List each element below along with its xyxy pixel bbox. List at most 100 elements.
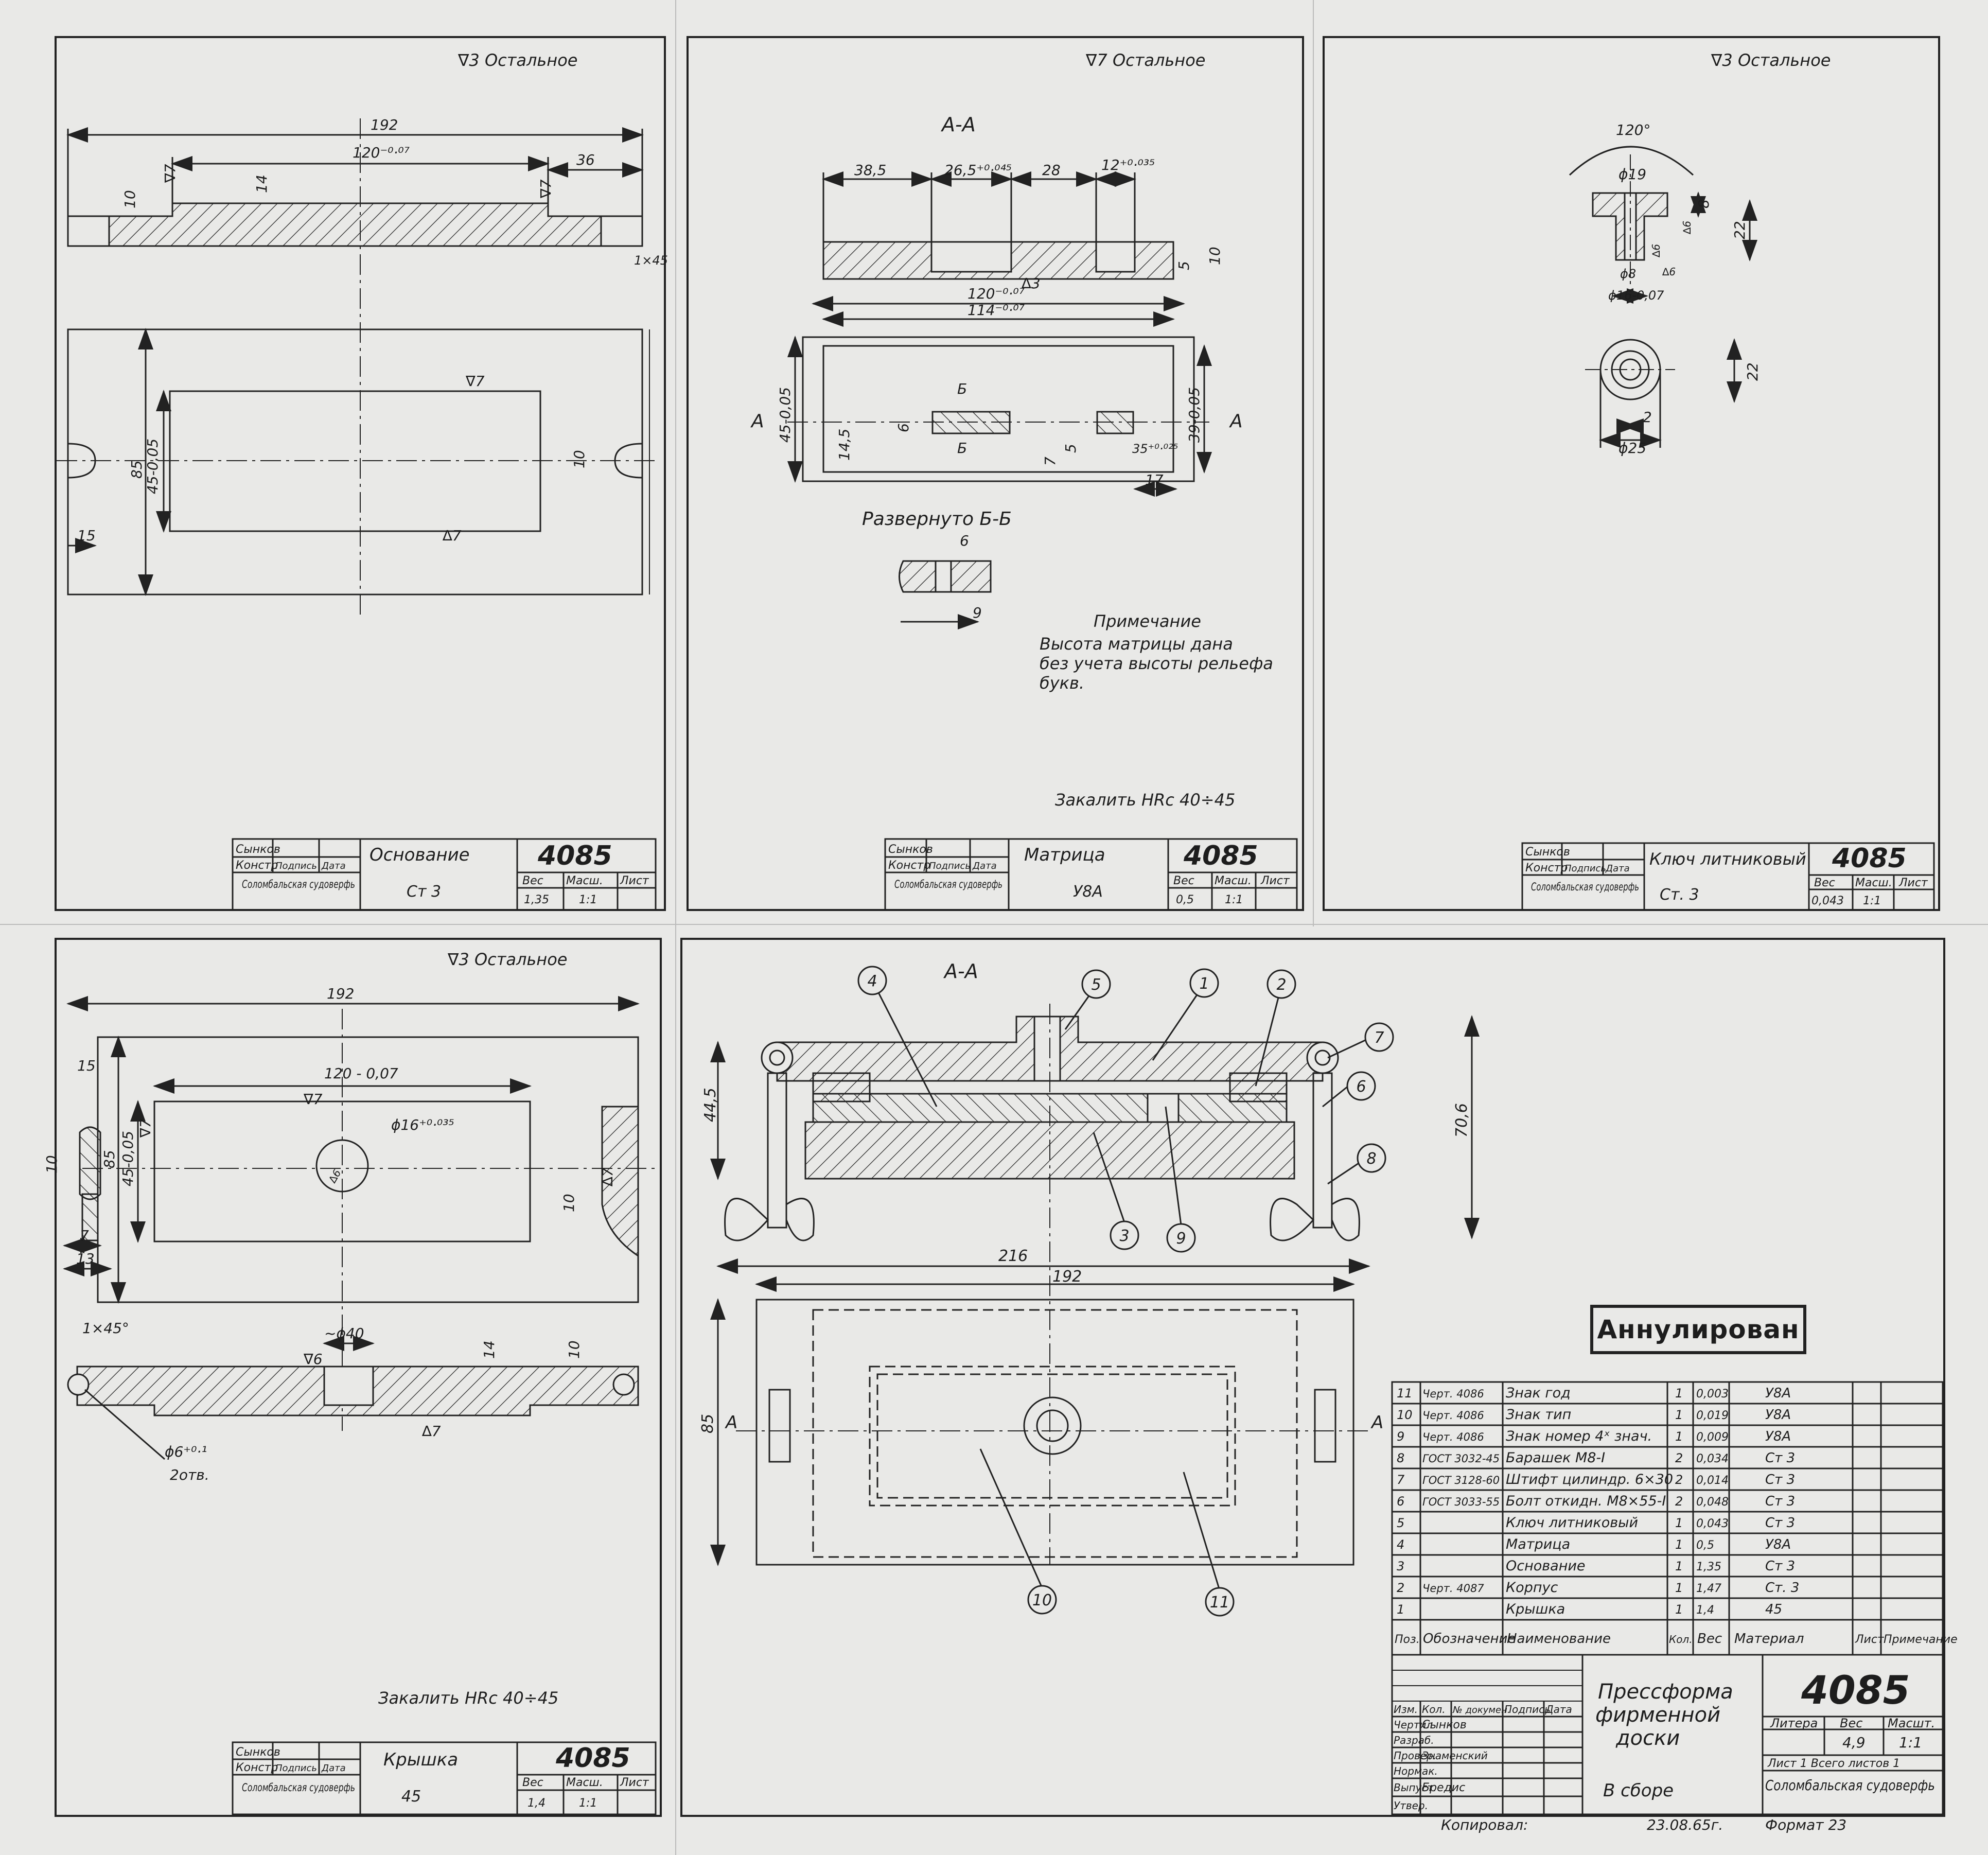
spec-cell-qty: 1 <box>1675 1581 1683 1595</box>
roughness-7c: ∇7 <box>537 179 554 199</box>
dim-45c: 45-0,05 <box>119 1131 136 1186</box>
footer-copied: Копировал: <box>1441 1816 1528 1833</box>
matrix-material: У8А <box>1073 883 1103 901</box>
spec-cell-weight: 0,003 <box>1696 1388 1729 1401</box>
dim-10b: 10 <box>571 450 588 468</box>
matrix-name: Матрица <box>1024 845 1105 865</box>
roughness-6a: ∆6 <box>1681 221 1693 235</box>
bolt-eye-left <box>761 1041 794 1074</box>
bolt-eye-right <box>1306 1041 1339 1074</box>
note-title: Примечание <box>1094 611 1201 631</box>
spec-cell-name: Крышка <box>1506 1601 1565 1617</box>
assembly-plan <box>755 1299 1354 1566</box>
matrix-weight-lbl: Вес <box>1173 874 1194 887</box>
key-dev: Сынков <box>1525 846 1570 859</box>
dim-10bc: 10 <box>560 1194 577 1212</box>
dim-6b: 6 <box>960 532 969 549</box>
cover-material: 45 <box>401 1788 421 1806</box>
spec-cell-weight: 0,034 <box>1696 1452 1729 1465</box>
base-sign-lbl: Подпись <box>275 861 317 871</box>
base-right-slot <box>600 215 643 247</box>
wingnut-left-a <box>724 1198 769 1241</box>
base-drawing <box>57 118 659 618</box>
balloons <box>857 966 1394 1617</box>
dim-22: 22 <box>1731 221 1748 239</box>
cover-drawing <box>63 996 659 1460</box>
cover-roughness: ∇3 Остальное <box>447 950 567 969</box>
roughness-6-cover: ∇6 <box>303 1351 323 1368</box>
cover-harden: Закалить HRc 40÷45 <box>378 1688 558 1708</box>
dim-13: 13 <box>76 1250 95 1267</box>
spec-cell-mat: Ст 3 <box>1765 1494 1795 1509</box>
tb-sheet-info: Лист 1 Всего листов 1 <box>1767 1757 1900 1770</box>
note-line-2: без учета высоты рельефа <box>1040 654 1273 673</box>
base-constr: Констр <box>236 859 278 872</box>
tb-number: 4085 <box>1801 1667 1910 1713</box>
cover-number: 4085 <box>555 1743 630 1774</box>
balloon-6: 6 <box>1356 1078 1366 1096</box>
spec-cell-qty: 2 <box>1675 1473 1683 1487</box>
roughness-7a: ∇7 <box>465 373 485 390</box>
cover-name: Крышка <box>383 1749 458 1770</box>
cover-weight-lbl: Вес <box>522 1776 543 1789</box>
balloon-7: 7 <box>1374 1029 1384 1047</box>
dim-6: 6 <box>895 423 912 432</box>
spec-cell-qty: 2 <box>1675 1494 1683 1509</box>
spec-cell-weight: 0,5 <box>1696 1539 1714 1552</box>
spec-cell-pos: 2 <box>1397 1581 1404 1595</box>
key-date-lbl: Дата <box>1605 863 1630 874</box>
dim-120c: 120 - 0,07 <box>324 1065 398 1082</box>
roughness-6b: ∆6 <box>1650 244 1662 258</box>
spec-cell-name: Барашек М8-I <box>1506 1450 1605 1466</box>
cover-org: Соломбальская судоверфь <box>242 1781 355 1794</box>
spec-cell-pos: 3 <box>1397 1559 1404 1573</box>
section-mark-b-top: Б <box>957 380 967 397</box>
spec-cell-weight: 0,014 <box>1696 1474 1729 1487</box>
matrix-org: Соломбальская судоверфь <box>894 878 1002 890</box>
tb-name-0: Сынков <box>1422 1719 1467 1731</box>
base-name: Основание <box>370 845 470 865</box>
key-constr: Констр <box>1525 862 1568 874</box>
small-titleblock-texts: Сынков Констр Подпись Дата Соломбальская… <box>236 841 1928 1810</box>
matrix-scale: 1:1 <box>1225 894 1243 906</box>
assembly-texts: А-А 44,5 70,6 216 192 85 А А <box>699 960 1471 1433</box>
tb-subname: В сборе <box>1603 1780 1674 1801</box>
dim-145: 14,5 <box>836 429 853 461</box>
tb-weight: 4,9 <box>1842 1734 1866 1751</box>
dim-10c: 10 <box>43 1155 60 1174</box>
assembly-section-label: А-А <box>943 960 978 983</box>
tb-role-2: Провер. <box>1394 1749 1436 1762</box>
assembly-key <box>1023 1396 1082 1455</box>
cover-sheet-lbl: Лист <box>620 1776 649 1789</box>
matrix-constr: Констр <box>888 859 930 872</box>
spec-cell-weight: 1,4 <box>1696 1604 1714 1617</box>
spec-cell-qty: 1 <box>1675 1537 1683 1552</box>
key-texts: ∇3 Остальное 120° ϕ19 8 22 ϕ8 ϕ16-0,07 ∆… <box>1608 50 1831 457</box>
tb-org: Соломбальская судоверфь <box>1765 1777 1935 1794</box>
base-material: Ст 3 <box>407 883 441 901</box>
spec-cell-pos: 1 <box>1397 1602 1404 1617</box>
cover-weight: 1,4 <box>527 1797 546 1810</box>
cover-scale-lbl: Масш. <box>566 1776 603 1789</box>
tb-col-date: Дата <box>1545 1703 1572 1716</box>
note-line-3: букв. <box>1040 673 1084 693</box>
spec-cell-qty: 1 <box>1675 1429 1683 1444</box>
matrix-weight: 0,5 <box>1176 894 1194 906</box>
base-scale: 1:1 <box>579 894 597 906</box>
key-roughness: ∇3 Остальное <box>1711 50 1831 70</box>
spec-cell-name: Штифт цилиндр. 6×30 <box>1506 1472 1673 1487</box>
spec-cell-weight: 1,35 <box>1696 1561 1721 1573</box>
spec-cell-pos: 9 <box>1397 1429 1404 1444</box>
frame-assembly <box>680 938 1945 1817</box>
balloon-9: 9 <box>1176 1230 1186 1248</box>
angle-120: 120° <box>1616 121 1650 138</box>
dim-85: 85 <box>128 460 145 479</box>
footer-format: Формат 23 <box>1765 1816 1846 1833</box>
key-name: Ключ литниковый <box>1649 849 1806 869</box>
dim-36: 36 <box>576 151 595 168</box>
dim-120: 120⁻⁰·⁰⁷ <box>353 144 410 161</box>
tb-name-line-2: фирменной <box>1595 1703 1720 1727</box>
assembly-drawing <box>710 980 1480 1591</box>
dim-45: 45-0,05 <box>144 439 161 494</box>
dim-15: 15 <box>77 527 96 544</box>
